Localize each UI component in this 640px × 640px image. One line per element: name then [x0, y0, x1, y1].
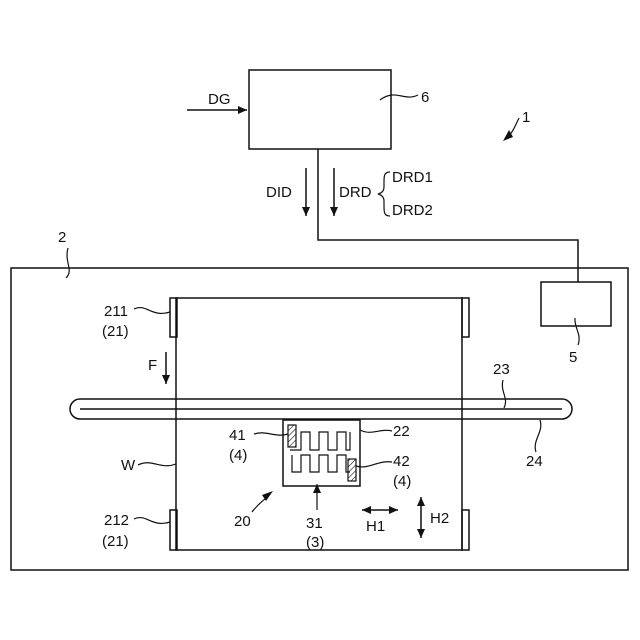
leader-42	[356, 462, 392, 467]
drd-brace	[378, 172, 390, 216]
label-controller: 6	[421, 89, 429, 106]
label-clamp-212: 212	[104, 512, 129, 529]
label-clamp-211-group: (21)	[102, 323, 129, 340]
label-belt-23: 23	[493, 361, 510, 378]
label-clamp-211: 211	[104, 303, 128, 320]
leader-212	[134, 518, 170, 524]
leader-211	[134, 308, 170, 314]
label-drd: DRD	[339, 184, 372, 201]
label-unit5: 5	[569, 349, 577, 366]
label-clamp-212-group: (21)	[102, 533, 129, 550]
leader-22	[360, 430, 392, 432]
electrode-41-pad	[288, 425, 296, 447]
comb-electrode-lower	[292, 455, 350, 472]
leader-23	[502, 380, 505, 408]
label-system: 1	[522, 109, 530, 126]
label-direction-h2: H2	[430, 510, 449, 527]
label-belt-24: 24	[526, 453, 543, 470]
leader-w	[138, 463, 176, 466]
leader-24	[535, 420, 541, 452]
leader-5	[575, 318, 579, 345]
label-part-42-group: (4)	[393, 473, 411, 490]
label-part-41-group: (4)	[229, 447, 247, 464]
electrode-42-pad	[348, 459, 356, 481]
label-part-20: 20	[234, 513, 251, 530]
label-direction-f: F	[148, 357, 157, 374]
comb-electrode-upper	[290, 432, 350, 450]
label-dg: DG	[208, 91, 231, 108]
workpiece-panel	[176, 298, 462, 550]
clamp-212-right	[462, 510, 469, 550]
label-direction-h1: H1	[366, 518, 385, 535]
leader-2	[66, 248, 69, 278]
label-device: 2	[58, 229, 66, 246]
leader-6	[380, 95, 418, 100]
label-workpiece: W	[121, 457, 136, 474]
label-drd1: DRD1	[392, 169, 433, 186]
label-did: DID	[266, 184, 292, 201]
label-part-31-group: (3)	[306, 534, 324, 551]
label-drd2: DRD2	[392, 202, 433, 219]
label-part-31: 31	[306, 515, 323, 532]
controller-box	[249, 70, 391, 149]
label-part-41: 41	[229, 427, 246, 444]
signal-line	[318, 149, 578, 282]
label-part-22: 22	[393, 423, 410, 440]
clamp-211-right	[462, 298, 469, 337]
label-part-42: 42	[393, 453, 410, 470]
unit-5-box	[541, 282, 611, 326]
